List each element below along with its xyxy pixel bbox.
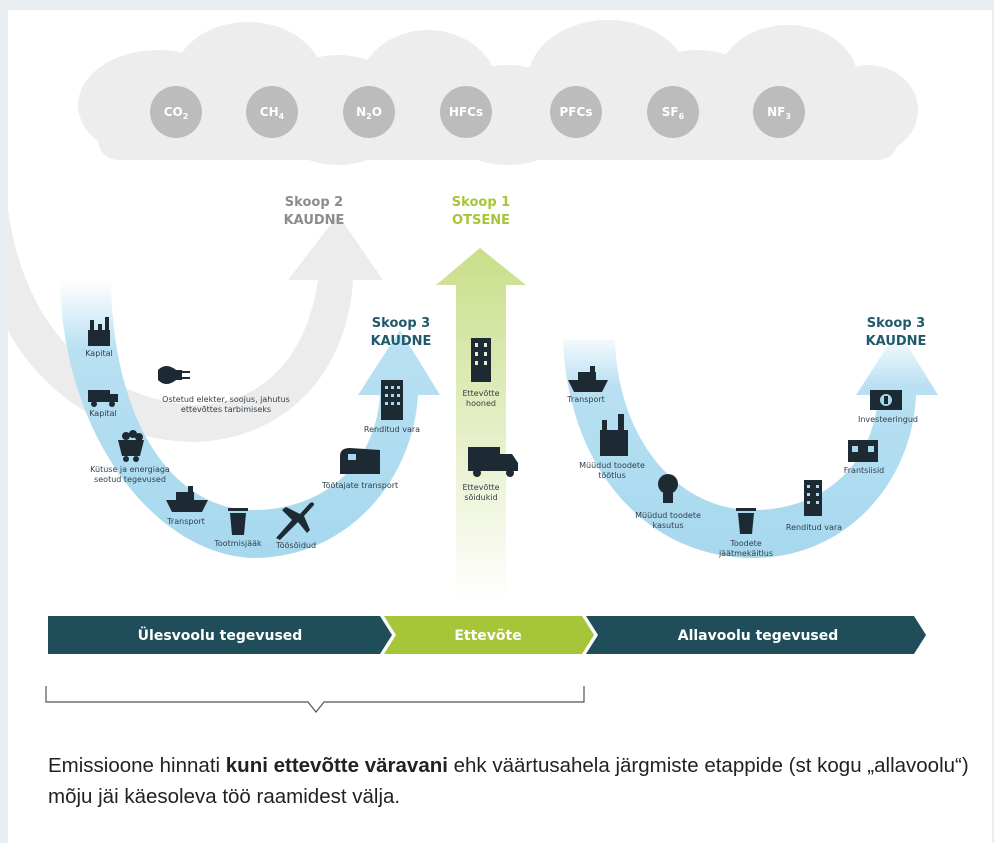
diagram-frame: CO2 CH4 N2O HFCs PFCs SF6 NF3 bbox=[8, 10, 992, 843]
svg-text:N2O: N2O bbox=[356, 105, 382, 121]
gas-n2o: N2O bbox=[343, 86, 395, 138]
mining-cart-icon bbox=[118, 430, 144, 462]
item-soidukid-2: sõidukid bbox=[464, 493, 497, 502]
gas-pfcs: PFCs bbox=[550, 86, 602, 138]
svg-text:HFCs: HFCs bbox=[449, 105, 483, 119]
bar-company-label: Ettevõte bbox=[454, 628, 521, 644]
caption-text: Emissioone hinnati kuni ettevõtte värava… bbox=[48, 750, 988, 812]
building-icon-downstream bbox=[804, 480, 822, 516]
ship-icon bbox=[166, 486, 208, 512]
money-bill-icon bbox=[870, 390, 902, 410]
svg-text:CO2: CO2 bbox=[164, 105, 189, 121]
item-kasutus-2: kasutus bbox=[652, 521, 683, 530]
gas-co2: CO2 bbox=[150, 86, 202, 138]
trash-bin-icon bbox=[228, 508, 248, 535]
scope1-subtitle: OTSENE bbox=[452, 213, 510, 228]
scope3-downstream-subtitle: KAUDNE bbox=[866, 334, 927, 349]
trash-bin-icon-downstream bbox=[736, 508, 756, 534]
caption-part-1: Emissioone hinnati bbox=[48, 754, 226, 777]
item-kapital-1: Kapital bbox=[85, 349, 113, 358]
factory-icon bbox=[88, 317, 110, 346]
bar-company bbox=[384, 616, 594, 654]
item-tootlus-1: Müüdud toodete bbox=[579, 461, 645, 470]
scope3-upstream-arrow bbox=[60, 280, 440, 558]
gas-ch4: CH4 bbox=[246, 86, 298, 138]
bar-upstream bbox=[48, 616, 392, 654]
gas-nf3: NF3 bbox=[753, 86, 805, 138]
scope3-downstream-arrow bbox=[563, 330, 938, 558]
airplane-icon bbox=[276, 502, 314, 540]
delivery-truck-icon bbox=[468, 447, 518, 477]
light-bulb-icon bbox=[658, 474, 678, 503]
item-transport-up: Transport bbox=[166, 517, 205, 526]
svg-text:CH4: CH4 bbox=[260, 105, 285, 121]
scope1-arrow bbox=[436, 248, 526, 602]
item-kasutus-1: Müüdud toodete bbox=[635, 511, 701, 520]
value-chain-diagram: CO2 CH4 N2O HFCs PFCs SF6 NF3 bbox=[8, 20, 938, 713]
caption-part-2: ehk väärtusahela järgmiste etappide (st … bbox=[48, 754, 969, 808]
item-kapital-2: Kapital bbox=[89, 409, 117, 418]
item-tootmisjaak: Tootmisjääk bbox=[213, 539, 262, 548]
factory-icon-downstream bbox=[600, 414, 628, 456]
scope-bracket bbox=[45, 686, 585, 713]
bar-downstream bbox=[586, 616, 926, 654]
svg-text:PFCs: PFCs bbox=[560, 105, 593, 119]
scope3-downstream-title: Skoop 3 bbox=[867, 316, 925, 331]
gas-hfcs: HFCs bbox=[440, 86, 492, 138]
item-tootajate-transport: Töötajate transport bbox=[321, 481, 398, 490]
item-hooned-1: Ettevõtte bbox=[462, 389, 499, 398]
item-frantsiisid: Frantsiisid bbox=[844, 466, 885, 475]
svg-text:SF6: SF6 bbox=[662, 105, 685, 121]
scope3-upstream-subtitle: KAUDNE bbox=[371, 334, 432, 349]
scope1-title: Skoop 1 bbox=[452, 195, 510, 210]
gas-circles: CO2 CH4 N2O HFCs PFCs SF6 NF3 bbox=[150, 86, 805, 138]
item-hooned-2: hooned bbox=[466, 399, 496, 408]
plug-icon bbox=[158, 366, 190, 384]
building-icon-upstream bbox=[381, 380, 403, 420]
bar-upstream-label: Ülesvoolu tegevused bbox=[138, 626, 303, 644]
item-jaatmekaitlus-1: Toodete bbox=[729, 539, 761, 548]
svg-text:NF3: NF3 bbox=[767, 105, 791, 121]
item-elekter-2: ettevõttes tarbimiseks bbox=[181, 405, 271, 414]
item-renditud-vara-up: Renditud vara bbox=[364, 425, 420, 434]
item-elekter-1: Ostetud elekter, soojus, jahutus bbox=[162, 395, 290, 404]
item-tootlus-2: töötlus bbox=[598, 471, 626, 480]
item-renditud-vara-down: Renditud vara bbox=[786, 523, 842, 532]
item-kytuse-2: seotud tegevused bbox=[94, 475, 166, 484]
dump-truck-icon bbox=[88, 390, 118, 407]
storefront-icon bbox=[848, 440, 878, 462]
scope2-title: Skoop 2 bbox=[285, 195, 343, 210]
caption-bold: kuni ettevõtte väravani bbox=[225, 754, 448, 777]
scope2-subtitle: KAUDNE bbox=[284, 213, 345, 228]
train-icon bbox=[340, 448, 380, 474]
item-jaatmekaitlus-2: jäätmekäitlus bbox=[718, 549, 773, 558]
gas-sf6: SF6 bbox=[647, 86, 699, 138]
item-soidukid-1: Ettevõtte bbox=[462, 483, 499, 492]
ship-icon-downstream bbox=[568, 366, 608, 392]
item-transport-down: Transport bbox=[566, 395, 605, 404]
item-investeeringud: Investeeringud bbox=[858, 415, 918, 424]
scope3-upstream-title: Skoop 3 bbox=[372, 316, 430, 331]
item-toosoidud: Töösõidud bbox=[275, 541, 316, 550]
item-kytuse-1: Kütuse ja energiaga bbox=[90, 465, 170, 474]
office-building-icon bbox=[471, 338, 491, 382]
bar-downstream-label: Allavoolu tegevused bbox=[678, 628, 839, 644]
